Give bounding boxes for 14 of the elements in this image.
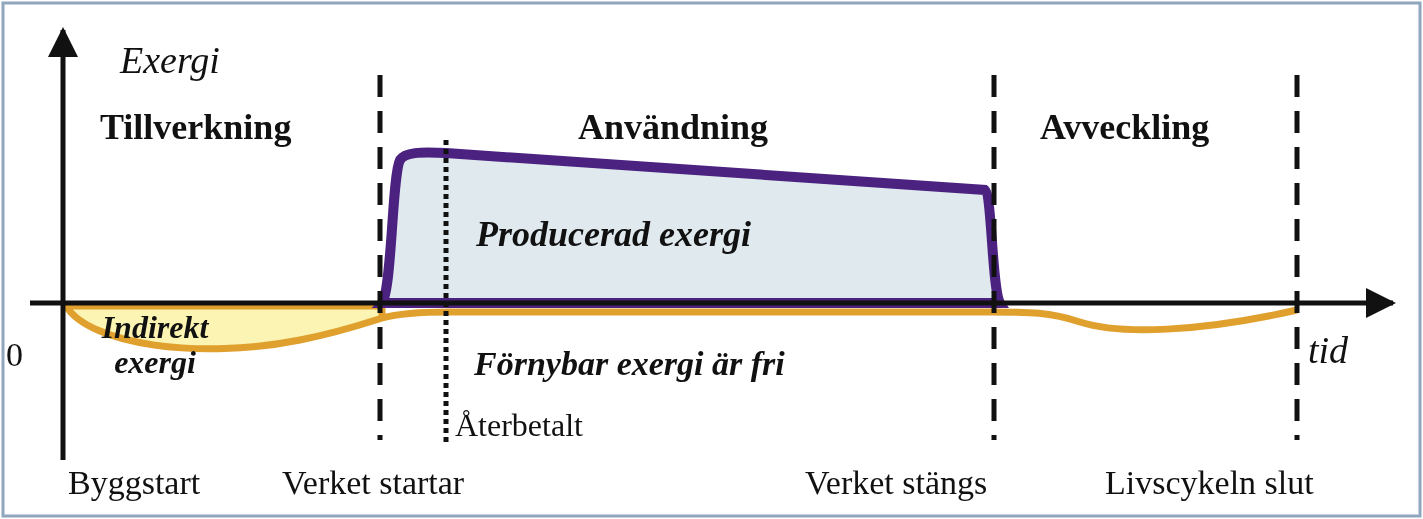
area-label: Förnybar exergi är fri <box>474 345 785 383</box>
phase-heading: Tillverkning <box>100 108 292 148</box>
marker-label: Återbetalt <box>455 408 583 444</box>
area-label: Producerad exergi <box>476 215 751 255</box>
milestone-label: Livscykeln slut <box>1105 464 1314 502</box>
axis-label: tid <box>1308 330 1349 372</box>
milestone-label: Verket startar <box>282 464 465 502</box>
phase-heading: Användning <box>578 108 769 148</box>
milestone-label: Verket stängs <box>805 464 988 502</box>
milestone-label: Byggstart <box>68 464 201 502</box>
phase-heading: Avveckling <box>1040 108 1210 148</box>
area-label: Indirekt exergi <box>100 310 210 381</box>
axis-tick-label: 0 <box>6 336 23 374</box>
axis-label: Exergi <box>120 40 220 82</box>
